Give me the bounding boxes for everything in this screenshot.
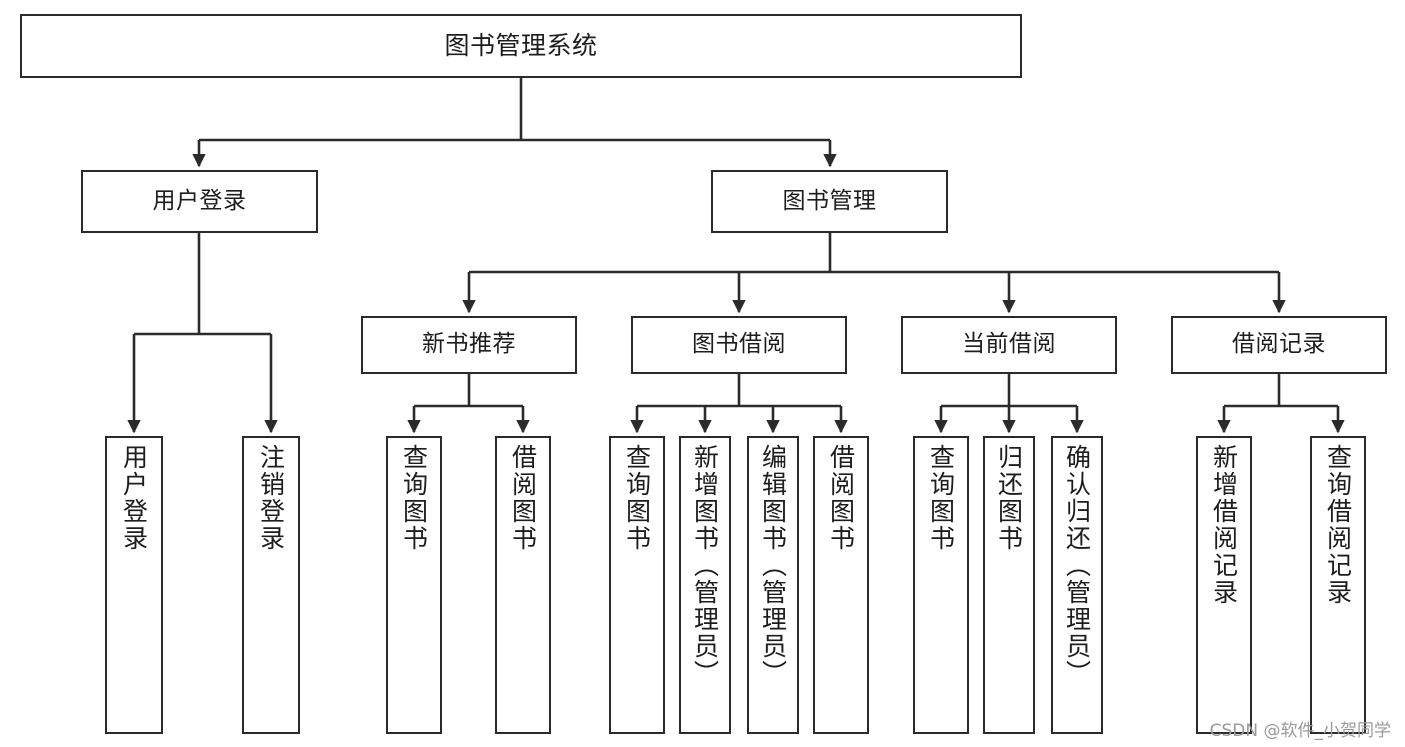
node-leaf-query-book-1-label: 查询图书 (399, 444, 429, 552)
node-leaf-logout-label: 注销登录 (256, 444, 286, 552)
node-leaf-user-login-label: 用户登录 (119, 444, 149, 552)
node-new-book-recommend-label: 新书推荐 (422, 331, 516, 358)
node-leaf-add-book[interactable]: 新增图书（管理员） (679, 436, 731, 734)
node-leaf-user-login[interactable]: 用户登录 (105, 436, 163, 734)
node-leaf-query-book-2-label: 查询图书 (622, 444, 652, 552)
node-user-login[interactable]: 用户登录 (81, 170, 318, 233)
node-leaf-confirm-return[interactable]: 确认归还（管理员） (1051, 436, 1103, 734)
node-leaf-query-book-3[interactable]: 查询图书 (913, 436, 969, 734)
node-new-book-recommend[interactable]: 新书推荐 (361, 316, 577, 374)
node-book-manage-label: 图书管理 (782, 187, 877, 214)
node-book-borrow[interactable]: 图书借阅 (631, 316, 847, 374)
node-leaf-edit-book-label: 编辑图书（管理员） (758, 444, 788, 687)
node-leaf-query-record-label: 查询借阅记录 (1323, 444, 1353, 606)
node-current-borrow[interactable]: 当前借阅 (901, 316, 1117, 374)
node-leaf-borrow-book-1[interactable]: 借阅图书 (495, 436, 551, 734)
node-borrow-record[interactable]: 借阅记录 (1171, 316, 1387, 374)
node-leaf-query-book-2[interactable]: 查询图书 (609, 436, 665, 734)
node-leaf-add-record-label: 新增借阅记录 (1209, 444, 1239, 606)
node-leaf-add-book-label: 新增图书（管理员） (690, 444, 720, 687)
node-user-login-label: 用户登录 (152, 187, 247, 214)
node-book-borrow-label: 图书借阅 (692, 331, 786, 358)
node-leaf-query-record[interactable]: 查询借阅记录 (1310, 436, 1366, 734)
node-leaf-borrow-book-1-label: 借阅图书 (508, 444, 538, 552)
node-leaf-add-record[interactable]: 新增借阅记录 (1196, 436, 1252, 734)
csdn-watermark: CSDN @软件_小贺同学 (1209, 721, 1391, 741)
node-current-borrow-label: 当前借阅 (962, 331, 1056, 358)
node-leaf-confirm-return-label: 确认归还（管理员） (1062, 444, 1092, 687)
node-leaf-borrow-book-2-label: 借阅图书 (826, 444, 856, 552)
node-root-label: 图书管理系统 (444, 31, 598, 60)
node-leaf-logout[interactable]: 注销登录 (242, 436, 300, 734)
node-leaf-return-book[interactable]: 归还图书 (983, 436, 1035, 734)
node-leaf-edit-book[interactable]: 编辑图书（管理员） (747, 436, 799, 734)
node-root[interactable]: 图书管理系统 (20, 14, 1022, 78)
node-leaf-return-book-label: 归还图书 (994, 444, 1024, 552)
node-borrow-record-label: 借阅记录 (1232, 331, 1326, 358)
node-leaf-borrow-book-2[interactable]: 借阅图书 (813, 436, 869, 734)
node-book-manage[interactable]: 图书管理 (711, 170, 948, 233)
node-leaf-query-book-3-label: 查询图书 (926, 444, 956, 552)
node-leaf-query-book-1[interactable]: 查询图书 (386, 436, 442, 734)
